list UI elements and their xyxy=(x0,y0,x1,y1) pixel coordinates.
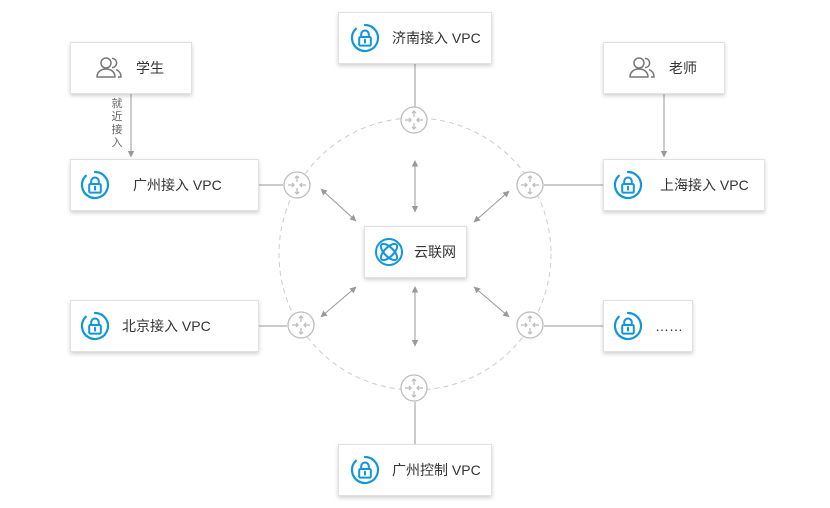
arrow-center-upright xyxy=(473,190,510,223)
edge-label-nearby-access: 就近 接入 xyxy=(111,98,123,149)
router-icon-top xyxy=(400,106,428,134)
lock-icon xyxy=(350,455,380,485)
student-label: 学生 xyxy=(136,60,164,76)
router-icon-bottom xyxy=(400,374,428,402)
lock-icon xyxy=(613,311,643,341)
teacher-label: 老师 xyxy=(669,60,697,76)
vpc-box-right2[interactable]: …… xyxy=(603,300,693,352)
vpc-box-left2[interactable]: 北京接入 VPC xyxy=(70,300,259,352)
user-box-student[interactable]: 学生 xyxy=(70,42,192,94)
arrow-center-downright xyxy=(473,286,510,318)
lock-icon xyxy=(80,170,110,200)
vpc-label-right1: 上海接入 VPC xyxy=(660,177,749,193)
vpc-box-left1[interactable]: 广州接入 VPC xyxy=(70,159,259,211)
router-icon-right1 xyxy=(516,171,544,199)
vpc-box-right1[interactable]: 上海接入 VPC xyxy=(603,159,765,211)
router-icon-left2 xyxy=(287,311,315,339)
router-icon-right2 xyxy=(516,311,544,339)
user-box-teacher[interactable]: 老师 xyxy=(603,42,725,94)
users-icon xyxy=(94,53,124,83)
vpc-label-left1: 广州接入 VPC xyxy=(133,177,222,193)
arrow-center-downleft xyxy=(320,286,357,318)
users-icon xyxy=(627,53,657,83)
ccn-label: 云联网 xyxy=(414,244,456,260)
lock-icon xyxy=(613,170,643,200)
vpc-box-top[interactable]: 济南接入 VPC xyxy=(338,12,492,64)
ccn-icon xyxy=(374,237,404,267)
vpc-label-right2: …… xyxy=(655,318,683,334)
ccn-box[interactable]: 云联网 xyxy=(364,226,467,278)
lock-icon xyxy=(350,23,380,53)
vpc-label-bottom: 广州控制 VPC xyxy=(392,462,481,478)
router-icon-left1 xyxy=(283,171,311,199)
vpc-label-top: 济南接入 VPC xyxy=(392,30,481,46)
vpc-label-left2: 北京接入 VPC xyxy=(122,318,211,334)
arrow-center-upleft xyxy=(320,188,357,222)
vpc-box-bottom[interactable]: 广州控制 VPC xyxy=(338,444,492,496)
lock-icon xyxy=(80,311,110,341)
